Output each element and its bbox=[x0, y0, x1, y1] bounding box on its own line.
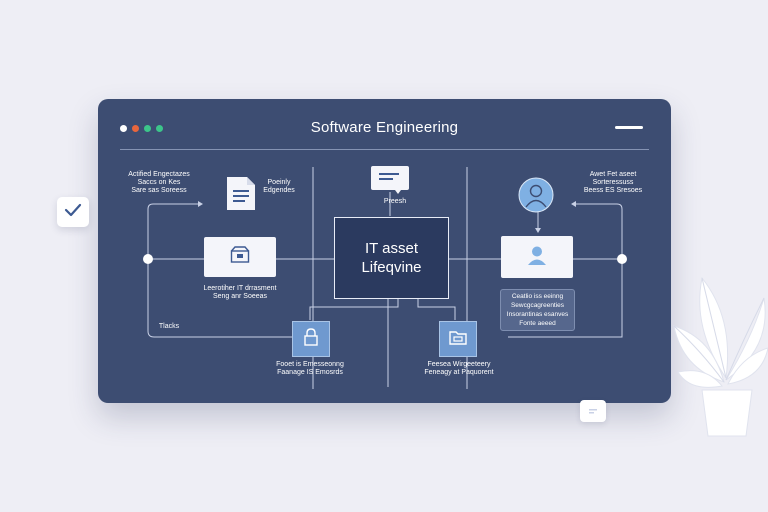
small-floating-badge bbox=[580, 400, 606, 422]
window-dot-green[interactable] bbox=[144, 125, 151, 132]
window-controls bbox=[120, 125, 163, 132]
folder-node[interactable] bbox=[439, 321, 477, 357]
user-avatar-icon[interactable] bbox=[518, 177, 554, 218]
window-dot-orange[interactable] bbox=[132, 125, 139, 132]
plant-icon bbox=[672, 268, 768, 445]
lock-icon bbox=[302, 327, 320, 352]
check-icon bbox=[64, 202, 82, 223]
folder-icon bbox=[448, 328, 468, 351]
window-dot-white[interactable] bbox=[120, 125, 127, 132]
center-title-line2: Lifeqvine bbox=[361, 259, 422, 276]
top-center-label: Preesh bbox=[383, 198, 407, 205]
it-asset-lifecycle-node[interactable]: IT asset Lifeqvine bbox=[334, 217, 449, 299]
top-left-label: Actified Engectazes Saccs on Kes Sare sa… bbox=[128, 171, 190, 194]
arrow-avatar-down bbox=[535, 228, 541, 233]
left-lower-loop bbox=[147, 259, 296, 338]
bottom-left-label: Fooet is Emesseonng Faanage IS Emosrds bbox=[276, 361, 344, 376]
check-badge[interactable] bbox=[57, 197, 89, 227]
left-node-label: Leerotiher IT drrasment Seng anr Soeeas bbox=[203, 285, 277, 300]
lock-node[interactable] bbox=[292, 321, 330, 357]
title-divider bbox=[120, 149, 649, 150]
menu-icon[interactable] bbox=[615, 126, 643, 129]
window-title: Software Engineering bbox=[310, 119, 459, 136]
user-icon bbox=[526, 244, 548, 271]
document-icon[interactable] bbox=[225, 176, 257, 216]
right-user-node[interactable] bbox=[501, 236, 573, 278]
center-to-lock bbox=[309, 297, 399, 320]
monitor-icon[interactable] bbox=[371, 166, 409, 199]
info-line-4: Fonte aeeed bbox=[519, 319, 556, 327]
right-upper-loop bbox=[576, 203, 623, 259]
info-box[interactable]: Ceatlio iss eeinng Sewcgcagreenties Inso… bbox=[500, 289, 575, 331]
left-asset-node[interactable] bbox=[204, 237, 276, 277]
arrow-right-upper bbox=[571, 201, 576, 207]
top-right-label: Awet Fet aseet Sorteressuss Beess ES Sre… bbox=[583, 171, 643, 194]
window-dot-green-2[interactable] bbox=[156, 125, 163, 132]
arrow-left-upper bbox=[198, 201, 203, 207]
info-line-3: Insorantinas esanves bbox=[506, 310, 569, 318]
info-line-1: Ceatlio iss eeinng bbox=[511, 292, 564, 300]
left-upper-loop bbox=[147, 203, 198, 259]
center-title-line1: IT asset bbox=[364, 240, 419, 257]
right-junction-dot bbox=[617, 254, 627, 264]
left-bottom-note: Tlacks bbox=[158, 323, 180, 330]
right-lower-loop bbox=[508, 259, 623, 338]
left-junction-dot bbox=[143, 254, 153, 264]
doc-label: Poeinly Edgendes bbox=[263, 179, 295, 194]
bottom-right-label: Feesea Wirgeeteery Feneagy at Paquorent bbox=[424, 361, 494, 376]
box-icon bbox=[230, 245, 250, 269]
info-line-2: Sewcgcagreenties bbox=[510, 301, 565, 309]
app-window: Software Engineering Actified Enge bbox=[98, 99, 671, 403]
center-to-folder bbox=[417, 297, 456, 320]
